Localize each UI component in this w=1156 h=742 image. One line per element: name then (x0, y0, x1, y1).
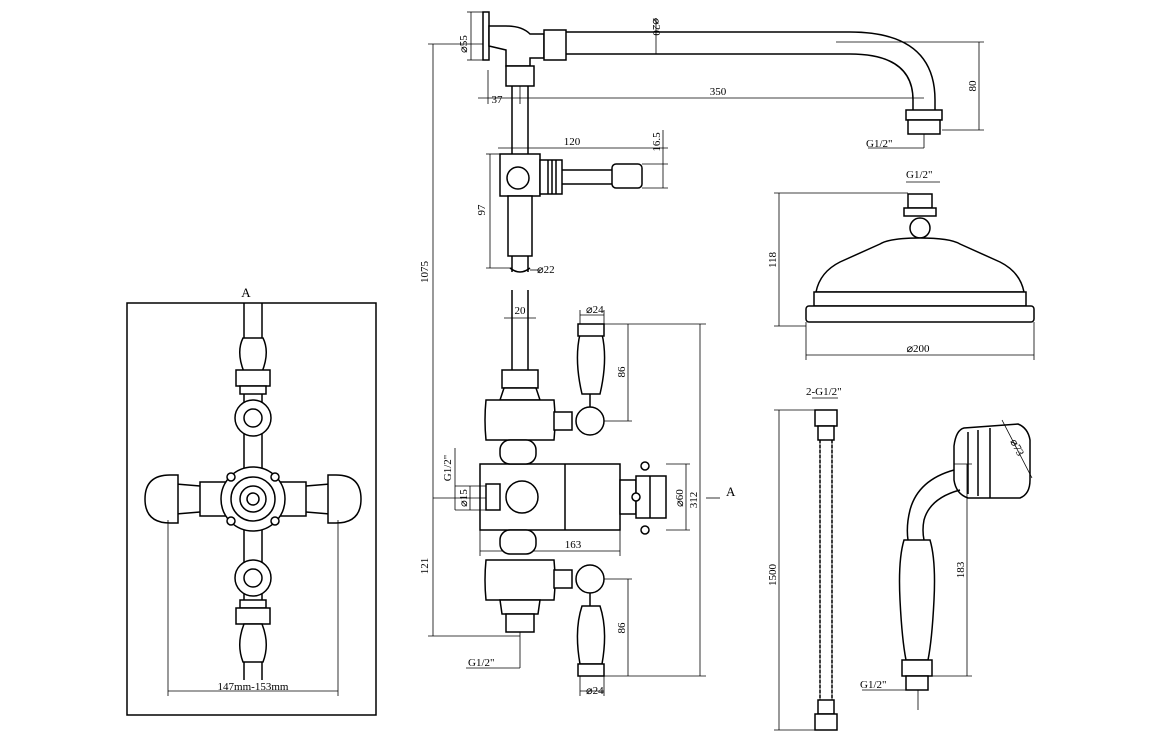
head-dia-label: ⌀200 (906, 343, 930, 355)
arm-outlet-thread (907, 119, 941, 135)
right-cap (327, 474, 362, 524)
riser-and-valve: 1075 ⌀55 ⌀20 80 37 350 G1/2" (419, 11, 984, 697)
left-cap (144, 474, 179, 524)
handset: ⌀73 183 G1/2" (860, 419, 1033, 710)
handset-inlet-label: G1/2" (860, 679, 887, 691)
wall-flange (482, 11, 490, 61)
lower-valve-body (484, 559, 556, 601)
bottom-outlet-thread (505, 613, 535, 633)
pipe-20-label: 20 (515, 305, 527, 317)
thermostatic-body (479, 463, 621, 531)
front-view-a: A 147mm-153 (126, 285, 377, 716)
hose-length-label: 1500 (767, 564, 779, 587)
hose-fittings-label: 2-G1/2" (806, 386, 842, 398)
arm-offset-label: 37 (492, 94, 504, 106)
arm-dia-label: ⌀20 (650, 18, 662, 36)
valve-depth-label: 163 (565, 539, 582, 551)
handle-height-top-label: 86 (616, 366, 628, 378)
head-dome (815, 237, 1025, 293)
centres-range-label: 147mm-153mm (218, 681, 289, 693)
handle-height-bottom-label: 86 (616, 622, 628, 634)
diverter-handle-label: 16.5 (651, 132, 663, 152)
front-view-frame (126, 302, 377, 716)
section-a-label-side: A (726, 484, 736, 499)
valve-body-dia-label: ⌀60 (674, 489, 686, 507)
shower-head: G1/2" 118 ⌀200 (767, 169, 1035, 360)
section-a-label-top: A (241, 285, 251, 300)
valve-inlet-label: G1/2" (442, 455, 454, 482)
slide-height-label: 97 (476, 204, 488, 216)
riser-dia-label: ⌀22 (537, 264, 555, 276)
arm-outlet-label: G1/2" (866, 138, 893, 150)
shower-hose: 2-G1/2" 1500 (767, 386, 842, 731)
shower-arm (566, 31, 936, 110)
handset-grip (898, 539, 936, 661)
handle-dia-bottom-label: ⌀24 (586, 685, 604, 697)
slide-knob (611, 163, 643, 189)
lower-lever (576, 605, 606, 665)
wall-flange-dia-label: ⌀55 (458, 35, 470, 53)
upper-valve-body (484, 399, 556, 441)
arm-drop-label: 80 (967, 80, 979, 92)
lower-121-label: 121 (419, 558, 431, 575)
handset-head (953, 423, 1031, 499)
temperature-knob (635, 475, 667, 519)
lower-handle (239, 623, 267, 663)
arm-length-label: 350 (710, 86, 727, 98)
head-face (805, 305, 1035, 323)
diverter-width-label: 120 (564, 136, 581, 148)
handset-height-label: 183 (955, 561, 967, 578)
handle-dia-top-label: ⌀24 (586, 304, 604, 316)
valve-height-label: 312 (688, 492, 700, 509)
riser-total-label: 1075 (419, 261, 431, 284)
top-elbow (488, 25, 545, 67)
head-inlet-label: G1/2" (906, 169, 933, 181)
upper-handle (239, 337, 267, 373)
bottom-outlet-label: G1/2" (468, 657, 495, 669)
upper-lever (576, 333, 606, 395)
head-height-label: 118 (767, 251, 779, 268)
